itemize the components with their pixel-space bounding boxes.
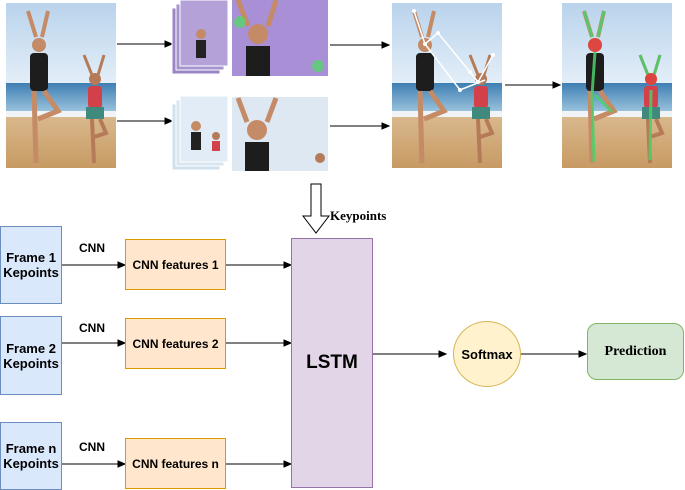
cnn-edge-label-2: CNN <box>79 321 105 335</box>
keypoint-photo <box>392 3 502 168</box>
keypoint-arrow <box>505 81 562 89</box>
frame-n-box: Frame n Kepoints <box>0 422 62 490</box>
softmax-node: Softmax <box>453 321 521 387</box>
cropped-stack-purple <box>171 0 328 76</box>
cnn-edge-label-1: CNN <box>79 241 105 255</box>
prediction-box: Prediction <box>587 323 684 380</box>
lstm-box: LSTM <box>291 238 373 488</box>
frame-2-box: Frame 2 Kepoints <box>0 316 62 395</box>
photo-arrows <box>117 40 174 125</box>
frame-to-feature-arrows <box>62 261 127 468</box>
frame-1-box: Frame 1 Kepoints <box>0 226 62 304</box>
cnn-features-n-box: CNN features n <box>125 438 226 489</box>
original-photo <box>6 3 116 168</box>
keypoints-label: Keypoints <box>330 208 387 223</box>
cropped-stack-light <box>171 95 328 171</box>
cnn-features-2-box: CNN features 2 <box>125 318 226 369</box>
output-arrows <box>373 350 588 358</box>
cnn-features-1-box: CNN features 1 <box>125 239 226 290</box>
skeleton-photo <box>562 3 672 168</box>
feature-to-lstm-arrows <box>226 261 293 468</box>
cnn-edge-label-n: CNN <box>79 440 105 454</box>
stack-arrows <box>330 41 391 130</box>
keypoints-down-arrow <box>301 183 331 234</box>
